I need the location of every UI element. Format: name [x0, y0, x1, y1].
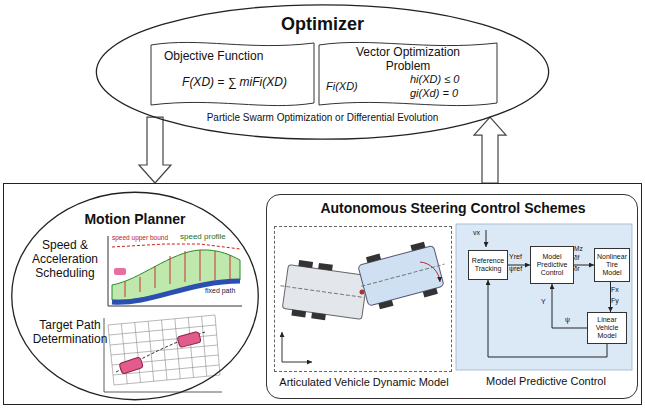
mpc-panel: Model Predictive Control Reference Tracki…: [458, 226, 634, 372]
signal-label: speed profile: [180, 233, 226, 242]
objective-scroll: Objective FunctionF(XD) = ∑ miFi(XD): [150, 40, 315, 108]
signal-label: Fx: [611, 286, 619, 294]
constraint: hi(XD) ≤ 0: [410, 73, 495, 86]
input-arrow: [486, 230, 487, 247]
signal-label: ψ: [565, 316, 570, 324]
formula: Fi(XD): [326, 80, 396, 93]
block-label: Reference Tracking: [470, 257, 506, 273]
planner-ellipse: Motion PlannerSpeed & Acceleration Sched…: [11, 191, 259, 401]
signal-label: δf: [574, 254, 579, 261]
heading: Objective Function: [164, 50, 309, 64]
caption: Model Predictive Control: [446, 375, 645, 388]
process-box: Nonlinear Tire Model: [594, 248, 630, 282]
title: Optimizer: [95, 14, 550, 35]
heading: Autonomous Steering Control Schemes: [267, 200, 639, 216]
process-box: Reference Tracking: [468, 250, 508, 280]
mpc-ground: [456, 224, 632, 370]
item: Target Path Determination: [31, 319, 109, 347]
block-label: Nonlinear Tire Model: [596, 253, 628, 277]
vehicle-model-box: Articulated Vehicle Dynamic Model: [274, 226, 452, 372]
signal-label: ψref: [509, 265, 522, 273]
signal-label: vx: [473, 229, 480, 237]
signal-arrow: [610, 282, 611, 312]
caption: Articulated Vehicle Dynamic Model: [263, 376, 465, 389]
control-box: Autonomous Steering Control SchemesArtic…: [266, 194, 638, 399]
speed-profile-plot: [108, 236, 242, 306]
signal-label: Yref: [509, 253, 522, 261]
signal-label: fixed path: [205, 287, 235, 295]
signal-label: speed upper bound: [112, 234, 168, 241]
process-box: Linear Vehicle Model: [587, 312, 627, 344]
signal-label: Mz: [574, 245, 583, 252]
problem-scroll: Vector Optimization ProblemFi(XD) hi(XD) …: [318, 40, 498, 108]
block-label: Model Predictive Control: [532, 253, 572, 277]
heading: Vector Optimization Problem: [338, 46, 478, 74]
block-arrow: [139, 117, 171, 183]
item: Speed & Acceleration Scheduling: [25, 239, 105, 280]
path-grid: [108, 315, 220, 385]
signal-label: δr: [574, 265, 580, 272]
heading: Motion Planner: [11, 211, 259, 227]
block-arrow: [474, 117, 506, 183]
signal-label: Fy: [611, 297, 619, 305]
system-box: Motion PlannerSpeed & Acceleration Sched…: [3, 183, 642, 405]
method-note: Particle Swarm Optimization or Different…: [175, 112, 470, 124]
formula: F(XD) = ∑ miFi(XD): [162, 76, 307, 90]
process-box: Model Predictive Control: [530, 246, 574, 284]
optimizer-ellipse: OptimizerParticle Swarm Optimization or …: [95, 4, 550, 140]
path-cars: [104, 318, 222, 392]
articulated-vehicle: [277, 238, 452, 362]
signal-label: Y: [541, 298, 546, 306]
constraint: gi(Xd) = 0: [410, 87, 495, 100]
block-label: Linear Vehicle Model: [589, 316, 625, 340]
signal-arrow: [552, 284, 587, 328]
